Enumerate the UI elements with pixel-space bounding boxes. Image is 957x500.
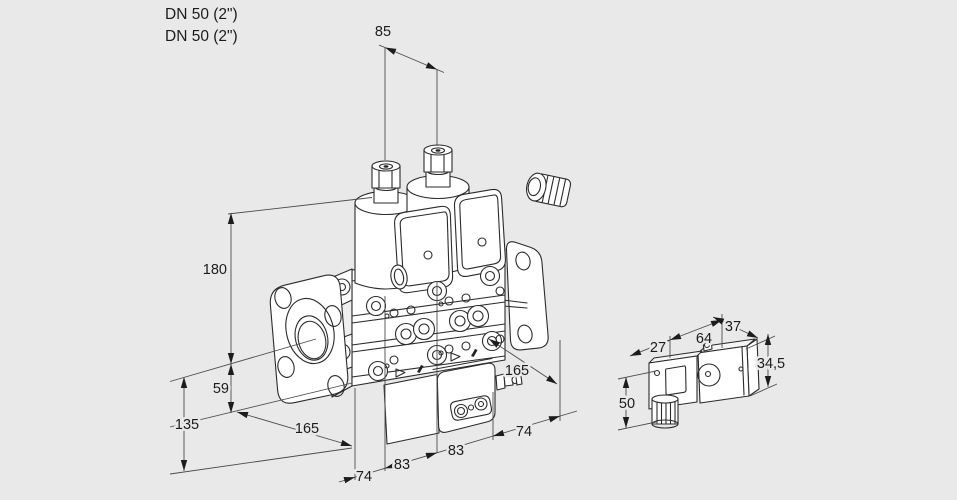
dim-180-label: 180 — [203, 262, 227, 278]
dimension-annotations: 85 180 59 135 165 74 83 83 165 74 27 64 … — [169, 22, 788, 488]
flow-direction-arrow — [395, 368, 406, 378]
dim-83-a-label: 83 — [394, 457, 410, 473]
dim-27-label: 27 — [650, 340, 666, 356]
cable-gland — [526, 172, 572, 208]
connector-window — [665, 365, 687, 396]
pipe-bore — [297, 320, 327, 360]
dim-135-label: 135 — [175, 417, 199, 433]
dim-85-label: 85 — [375, 24, 391, 40]
dim-37-label: 37 — [725, 319, 741, 335]
pressure-switch — [648, 338, 760, 429]
size-labels: DN 50 (2") DN 50 (2") — [165, 6, 238, 45]
size-label-line2: DN 50 (2") — [165, 28, 238, 45]
dim-64-label: 64 — [696, 331, 712, 347]
dim-83-b-label: 83 — [448, 443, 464, 459]
dim-34-5-label: 34,5 — [757, 356, 785, 372]
bolt-hole — [277, 356, 295, 378]
dim-165-right-label: 165 — [505, 363, 529, 379]
bolt-hole — [274, 287, 292, 309]
rear-flange — [502, 241, 549, 351]
coil-cover-right — [453, 188, 506, 278]
coil-cover-left — [390, 205, 454, 294]
adjustment-knob — [651, 394, 679, 429]
bolt-hole — [327, 375, 345, 397]
flow-direction-arrow — [450, 352, 461, 362]
dim-74-right-label: 74 — [516, 424, 532, 440]
front-flange — [269, 274, 349, 404]
valve-assembly — [269, 144, 572, 445]
dim-50-label: 50 — [619, 396, 635, 412]
size-label-line1: DN 50 (2") — [165, 6, 238, 23]
dim-165-left-label: 165 — [295, 421, 319, 437]
switch-dial — [697, 363, 721, 387]
dim-74-front-label: 74 — [356, 469, 372, 485]
bolt-hole — [324, 305, 342, 327]
dim-59-label: 59 — [213, 381, 229, 397]
